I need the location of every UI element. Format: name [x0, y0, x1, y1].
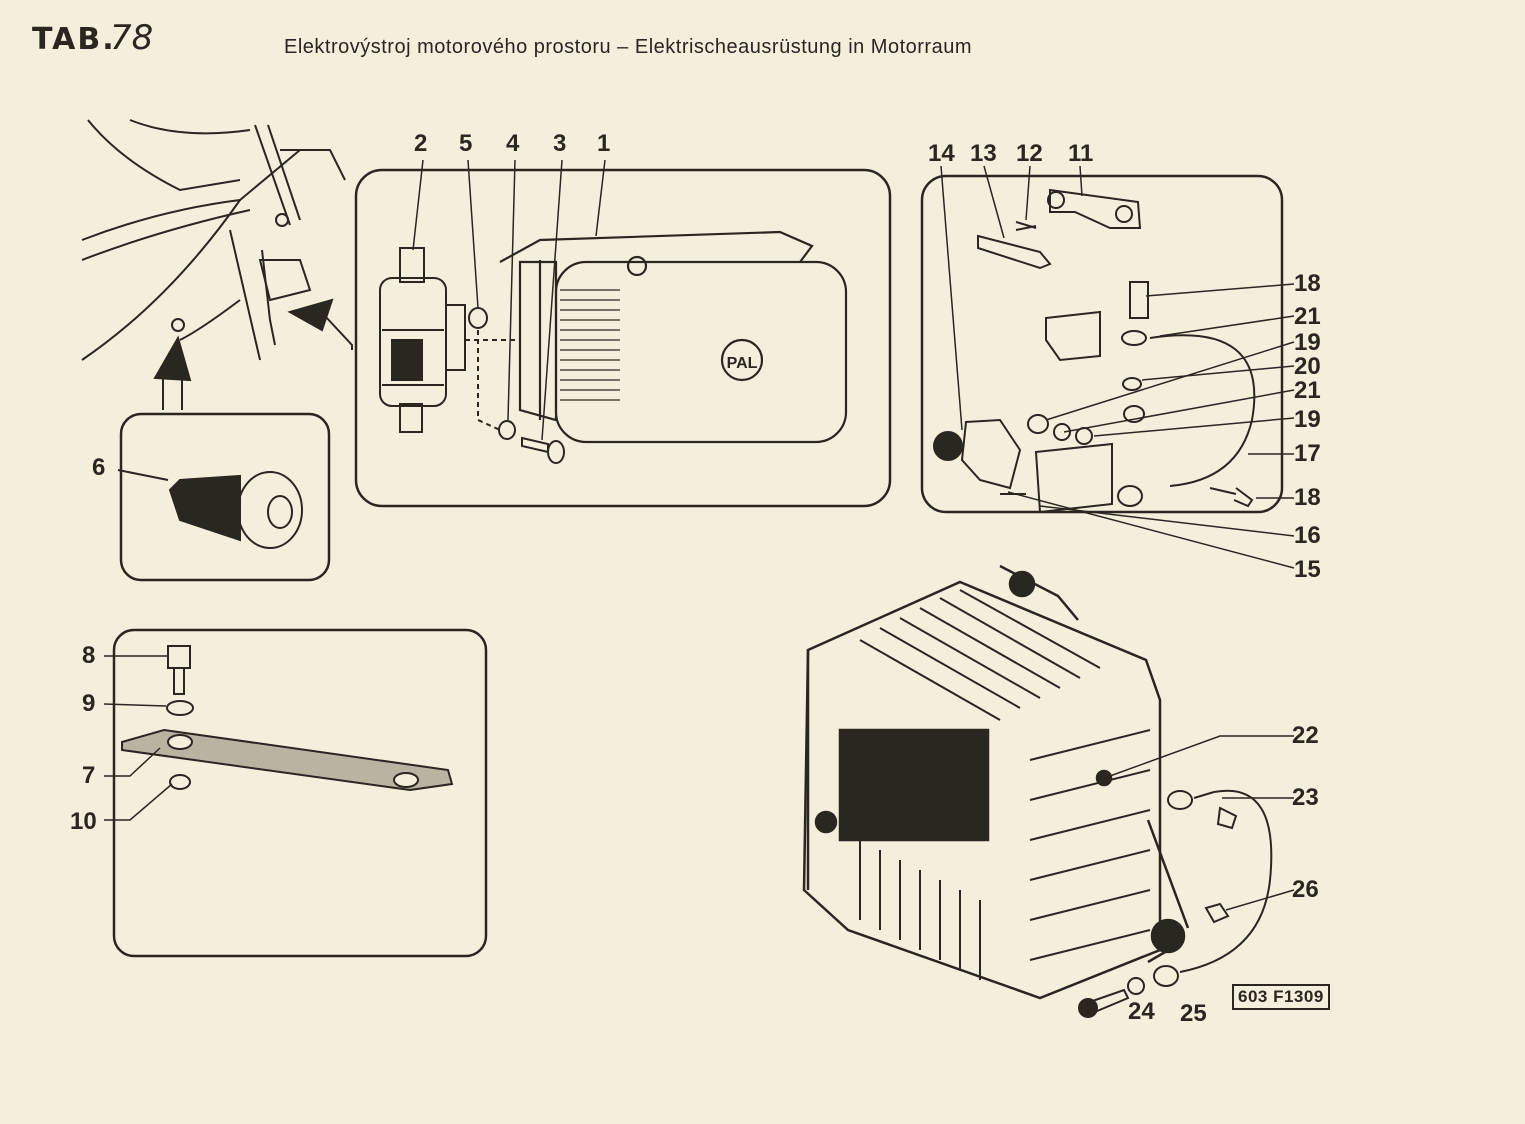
panel-strap [112, 628, 488, 958]
leaders-rectifier [1109, 735, 1295, 911]
callout-26: 26 [1292, 876, 1319, 903]
callout-3: 3 [553, 130, 567, 157]
rectifier-cable-hardware [1078, 789, 1273, 1018]
callout-25: 25 [1180, 1000, 1207, 1027]
drawing-code: 603 F1309 [1232, 984, 1330, 1010]
panel-socket-inset [119, 412, 331, 582]
socket-part-6 [117, 469, 303, 549]
terminal-board-parts [933, 188, 1256, 514]
callout-6: 6 [92, 454, 106, 481]
callout-5: 5 [459, 130, 473, 157]
callout-20: 20 [1294, 353, 1321, 380]
callout-4: 4 [506, 130, 520, 157]
leaders-strap [103, 655, 173, 821]
callout-18-top: 18 [1294, 270, 1321, 297]
callout-21-bottom: 21 [1294, 377, 1321, 404]
callout-11: 11 [1068, 140, 1094, 167]
callout-10: 10 [70, 808, 97, 835]
callout-7: 7 [82, 762, 96, 789]
callout-19-top: 19 [1294, 329, 1321, 356]
earth-strap-parts [121, 645, 454, 792]
engine-bay-sketch [81, 119, 346, 361]
callout-16: 16 [1294, 522, 1321, 549]
callout-22: 22 [1292, 722, 1319, 749]
callout-1: 1 [597, 130, 611, 157]
callout-14: 14 [928, 140, 955, 167]
callout-24: 24 [1128, 998, 1155, 1025]
callout-17: 17 [1294, 440, 1321, 467]
callout-19-bottom: 19 [1294, 406, 1321, 433]
rectifier-unit [802, 564, 1190, 1000]
capacitor-part-2 [379, 247, 466, 433]
leaders-capacitor [412, 159, 606, 441]
tab-label: TAB. [32, 22, 116, 57]
panel-capacitor [354, 168, 892, 508]
capacitor-logo: PAL [727, 355, 758, 372]
callout-15: 15 [1294, 556, 1321, 583]
callout-8: 8 [82, 642, 96, 669]
callout-18-bottom: 18 [1294, 484, 1321, 511]
callout-12: 12 [1016, 140, 1043, 167]
arrow-to-capacitor [287, 298, 353, 350]
washers-screws-3-4-5 [465, 307, 565, 464]
callout-2: 2 [414, 130, 428, 157]
callout-21-top: 21 [1294, 303, 1321, 330]
page-title: Elektrovýstroj motorového prostoru – Ele… [284, 36, 972, 58]
arrow-to-socket [153, 335, 192, 410]
callout-13: 13 [970, 140, 997, 167]
tab-number: 78 [110, 18, 154, 58]
leaders-terminal-board [940, 165, 1295, 569]
callout-23: 23 [1292, 784, 1319, 811]
panel-terminal-board [920, 174, 1284, 514]
callout-9: 9 [82, 690, 96, 717]
regulator-part-1 [499, 230, 848, 444]
